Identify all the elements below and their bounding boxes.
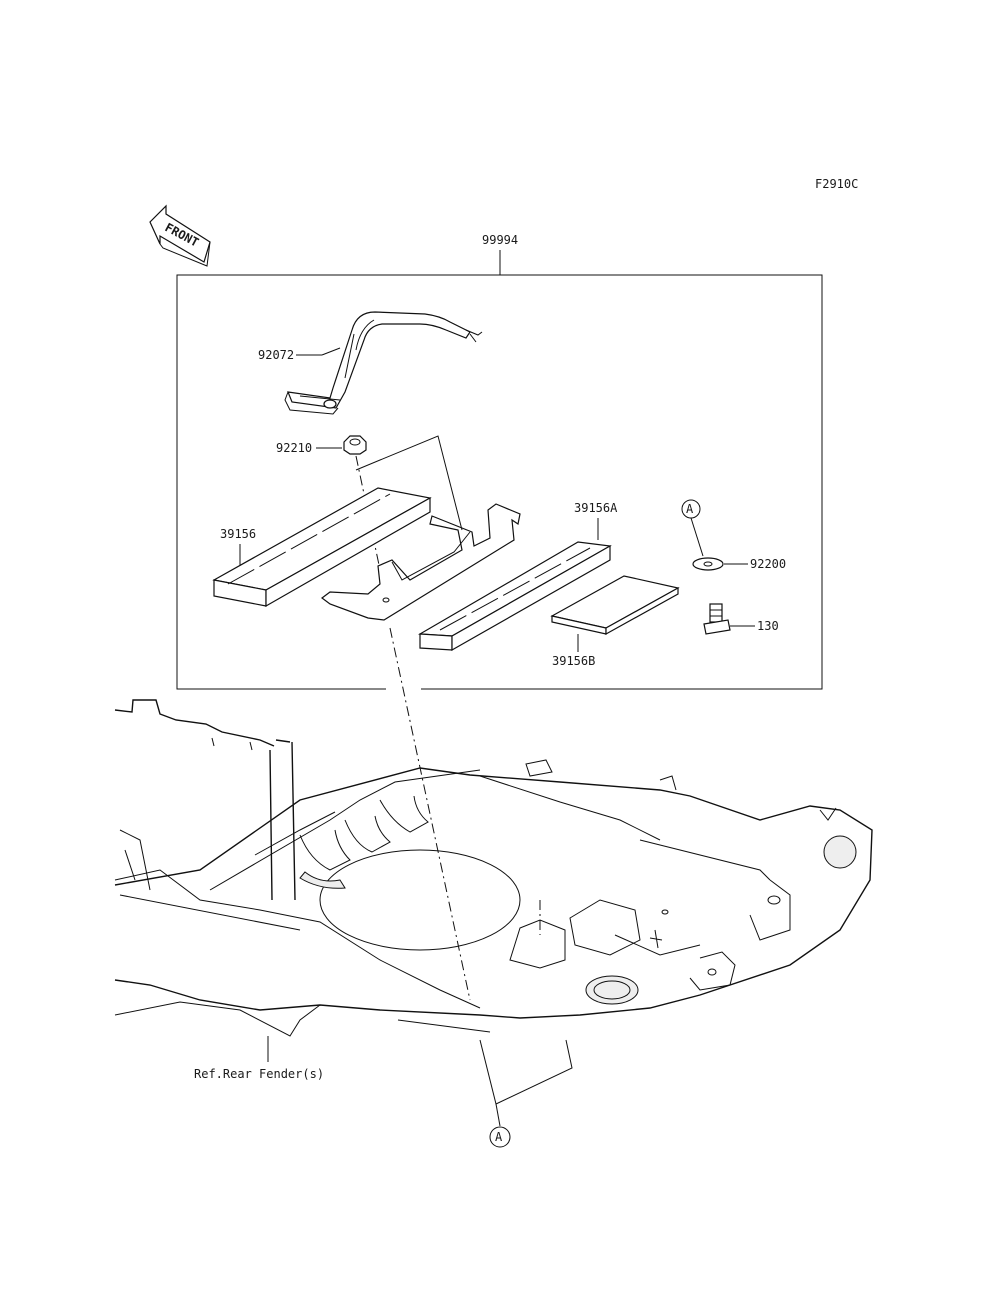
strap-92072: [284, 311, 483, 415]
svg-text:A: A: [686, 502, 694, 516]
ref-marker-a-bottom-leader: [479, 1039, 573, 1127]
kit-box: [176, 274, 823, 690]
bracket-plate: [321, 503, 521, 621]
rear-fender: [114, 699, 873, 1037]
ref-marker-a-bottom: A: [489, 1126, 511, 1148]
callout-39156: 39156: [220, 527, 256, 541]
callout-92072: 92072: [258, 348, 294, 362]
washer-92200: [692, 557, 724, 571]
svg-text:A: A: [495, 1130, 503, 1144]
callout-39156a: 39156A: [574, 501, 618, 515]
callout-92210: 92210: [276, 441, 312, 455]
callout-39156b: 39156B: [552, 654, 595, 668]
pad-39156: [212, 487, 432, 608]
callout-92200: 92200: [750, 557, 786, 571]
bolt-130: [703, 603, 731, 635]
callout-130: 130: [757, 619, 779, 633]
callout-99994: 99994: [482, 233, 518, 247]
nut-92210: [343, 435, 367, 455]
figure-code: F2910C: [815, 177, 858, 191]
front-arrow-icon: FRONT: [149, 204, 211, 267]
ref-marker-a-top: A: [681, 499, 704, 557]
ref-rear-fender-label: Ref.Rear Fender(s): [194, 1067, 324, 1081]
pad-39156a: [417, 541, 612, 652]
pad-39156b: [550, 575, 680, 636]
